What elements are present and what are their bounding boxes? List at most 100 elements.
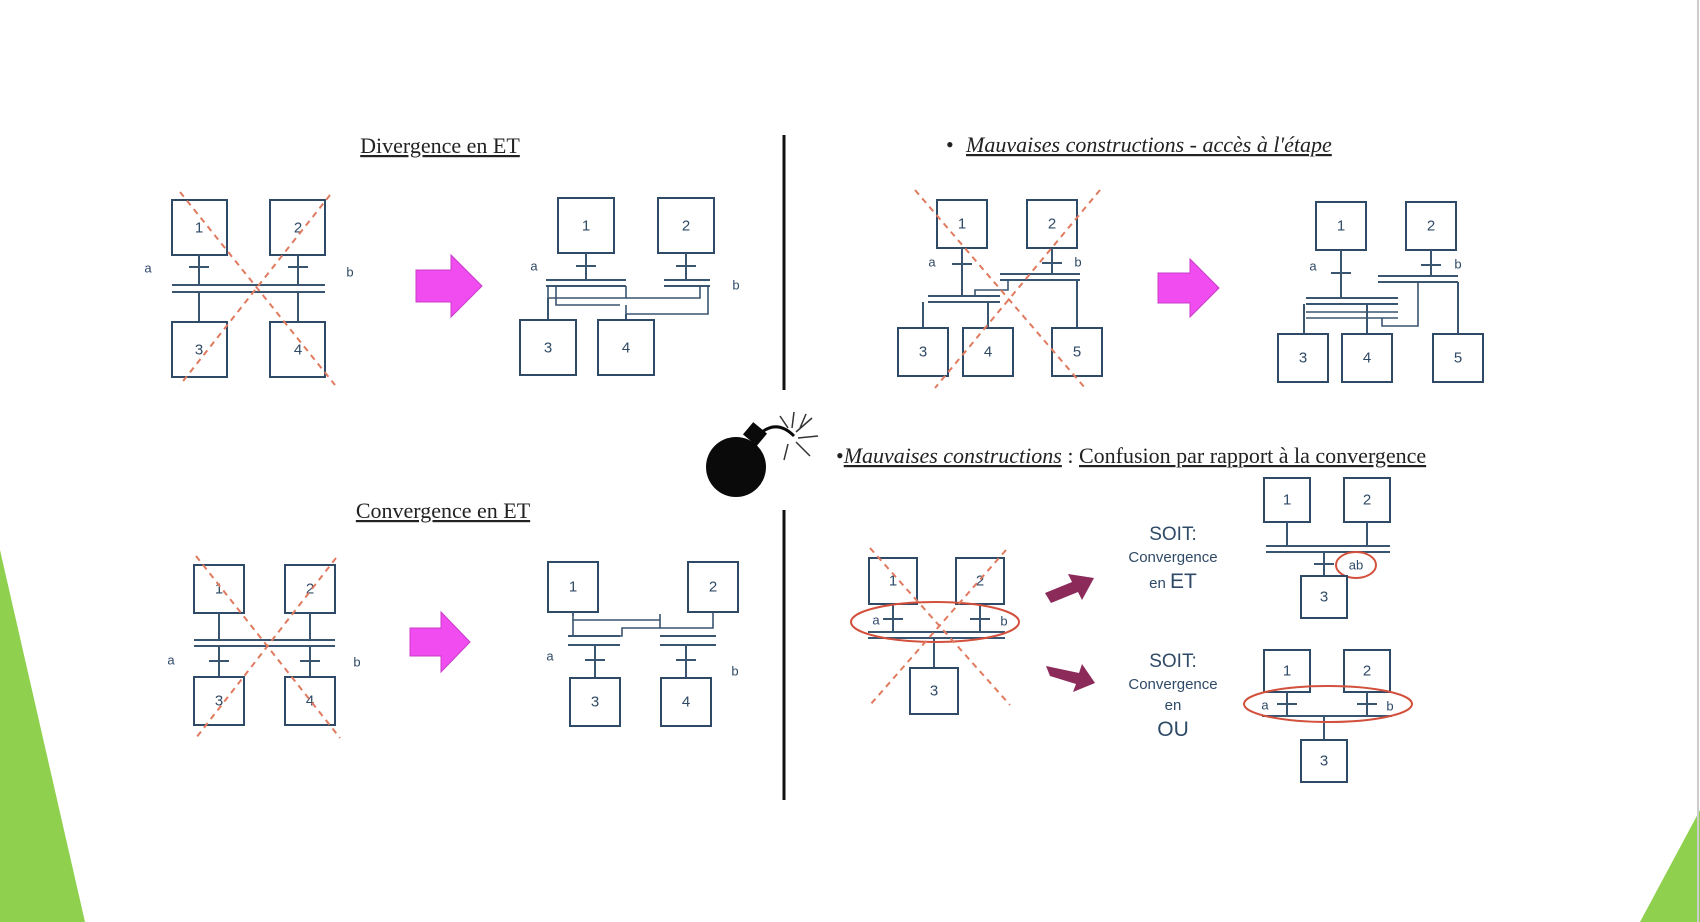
step-number: 3: [591, 694, 599, 711]
step-box: [955, 557, 1005, 605]
green-accent-right: [1640, 810, 1700, 922]
confusion-rest: Confusion par rapport à la convergence: [1079, 443, 1426, 468]
highlight-ellipse: [1335, 551, 1377, 579]
option-convergence: Convergence: [1128, 676, 1217, 693]
step-box: [1051, 327, 1103, 377]
step-number: 2: [976, 573, 984, 590]
confusion-title: •Mauvaises constructions : Confusion par…: [836, 443, 1426, 468]
option-soit: SOIT:: [1149, 524, 1197, 545]
confusion-italic: Mauvaises constructions: [843, 443, 1062, 468]
confusion-ou-diagram: 1 2 a b 3: [1243, 649, 1413, 783]
step-number: 3: [930, 683, 938, 700]
option-en: en: [1165, 697, 1182, 714]
step-number: 4: [682, 694, 690, 711]
step-number: 4: [294, 342, 302, 359]
step-box: [1300, 575, 1348, 619]
step-box: [547, 561, 599, 613]
acces-bullet: •: [946, 132, 954, 157]
transition-label: b: [1000, 614, 1007, 629]
bomb-icon: [706, 411, 819, 497]
step-number: 3: [195, 342, 203, 359]
step-number: 1: [215, 581, 223, 598]
divergence-wrong-diagram: 1 2 a b 3 4: [144, 191, 354, 386]
step-number: 4: [984, 344, 992, 361]
confusion-et-diagram: 1 2 ab 3: [1263, 477, 1391, 619]
cross-line: [195, 555, 341, 739]
step-box: [569, 677, 621, 727]
step-number: 1: [569, 579, 577, 596]
step-number: 1: [1283, 492, 1291, 509]
option-en-et: en ET: [1149, 570, 1197, 593]
convergence-wrong-diagram: 1 2 a b 3 4: [167, 555, 361, 739]
step-number: 2: [1363, 663, 1371, 680]
step-box: [1026, 199, 1078, 249]
step-box: [171, 199, 228, 256]
convergence-title: Convergence en ET: [356, 498, 531, 523]
transition-label: b: [1454, 257, 1461, 272]
transition-label: b: [1074, 255, 1081, 270]
step-number: 2: [709, 579, 717, 596]
transition-label: a: [1261, 698, 1269, 713]
step-number: 2: [306, 581, 314, 598]
step-number: 1: [195, 220, 203, 237]
cross-line: [869, 549, 1007, 706]
confusion-sep: :: [1062, 443, 1079, 468]
cross-line: [179, 191, 336, 386]
step-box: [171, 321, 228, 378]
cross-line: [934, 189, 1101, 389]
highlight-ellipse: [850, 601, 1020, 643]
transition-label: a: [928, 255, 936, 270]
convergence-right-diagram: 1 2 a b 3 4: [546, 561, 739, 727]
transition-label: b: [731, 664, 738, 679]
step-number: 1: [1337, 218, 1345, 235]
step-number: 1: [582, 218, 590, 235]
divergence-right-diagram: 1 2 a b 3 4: [519, 197, 740, 376]
cross-line: [195, 557, 337, 739]
option-ou: SOIT: Convergence en OU: [1128, 651, 1217, 741]
step-box: [269, 199, 326, 256]
step-box: [1341, 333, 1393, 383]
option-ou: OU: [1157, 718, 1189, 741]
transition-label: b: [1386, 699, 1393, 714]
step-box: [1263, 477, 1311, 523]
step-box: [909, 667, 959, 715]
step-box: [193, 564, 245, 614]
transition-label: a: [1309, 259, 1317, 274]
step-box: [193, 676, 245, 726]
step-number: 3: [1299, 350, 1307, 367]
step-box: [597, 319, 655, 376]
step-box: [1343, 477, 1391, 523]
step-box: [284, 676, 336, 726]
option-et: SOIT: Convergence en ET: [1128, 524, 1217, 593]
transition-label: a: [546, 649, 554, 664]
step-box: [1432, 333, 1484, 383]
step-box: [1277, 333, 1329, 383]
step-number: 5: [1073, 344, 1081, 361]
acces-title: Mauvaises constructions - accès à l'étap…: [965, 132, 1332, 157]
divergence-title: Divergence en ET: [360, 133, 520, 158]
step-number: 3: [919, 344, 927, 361]
step-number: 2: [682, 218, 690, 235]
confusion-bullet: •: [836, 443, 844, 468]
transition-label: b: [353, 655, 360, 670]
step-number: 4: [622, 340, 630, 357]
step-box: [687, 561, 739, 613]
step-box: [1315, 201, 1367, 251]
step-box: [660, 677, 712, 727]
step-number: 3: [1320, 753, 1328, 770]
step-number: 3: [215, 693, 223, 710]
transition-label: ab: [1349, 558, 1363, 573]
step-box: [1343, 649, 1391, 693]
step-box: [1300, 739, 1348, 783]
step-number: 1: [1283, 663, 1291, 680]
step-number: 5: [1454, 350, 1462, 367]
step-box: [519, 319, 577, 376]
step-number: 3: [1320, 589, 1328, 606]
acces-right-diagram: 1 2 a b 3 4 5: [1277, 201, 1484, 383]
cross-line: [179, 194, 331, 386]
step-number: 3: [544, 340, 552, 357]
arrow-right-icon: [1045, 574, 1094, 603]
step-box: [269, 321, 326, 378]
step-number: 2: [294, 220, 302, 237]
